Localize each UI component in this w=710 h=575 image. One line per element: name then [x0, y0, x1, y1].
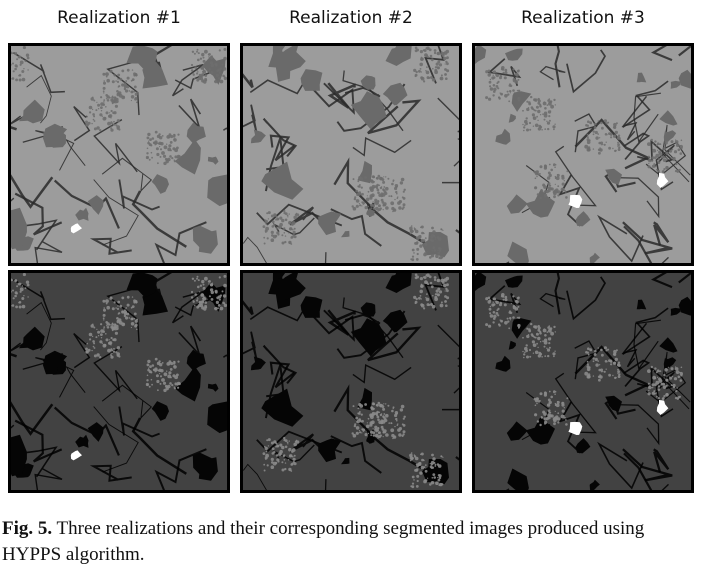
column-title-realization-3: Realization #3: [521, 8, 645, 28]
segmented-panel-realization-2: [240, 270, 462, 493]
segmented-panel-realization-1: [8, 270, 230, 493]
grayscale-panel-realization-2: [240, 43, 462, 266]
figure-caption: Fig. 5. Three realizations and their cor…: [2, 516, 708, 568]
column-title-realization-2: Realization #2: [289, 8, 413, 28]
grayscale-panel-realization-3: [472, 43, 694, 266]
column-title-realization-1: Realization #1: [57, 8, 181, 28]
grayscale-panel-realization-1: [8, 43, 230, 266]
caption-text: Three realizations and their correspondi…: [2, 518, 645, 565]
figure-label: Fig. 5.: [2, 518, 53, 539]
segmented-panel-realization-3: [472, 270, 694, 493]
